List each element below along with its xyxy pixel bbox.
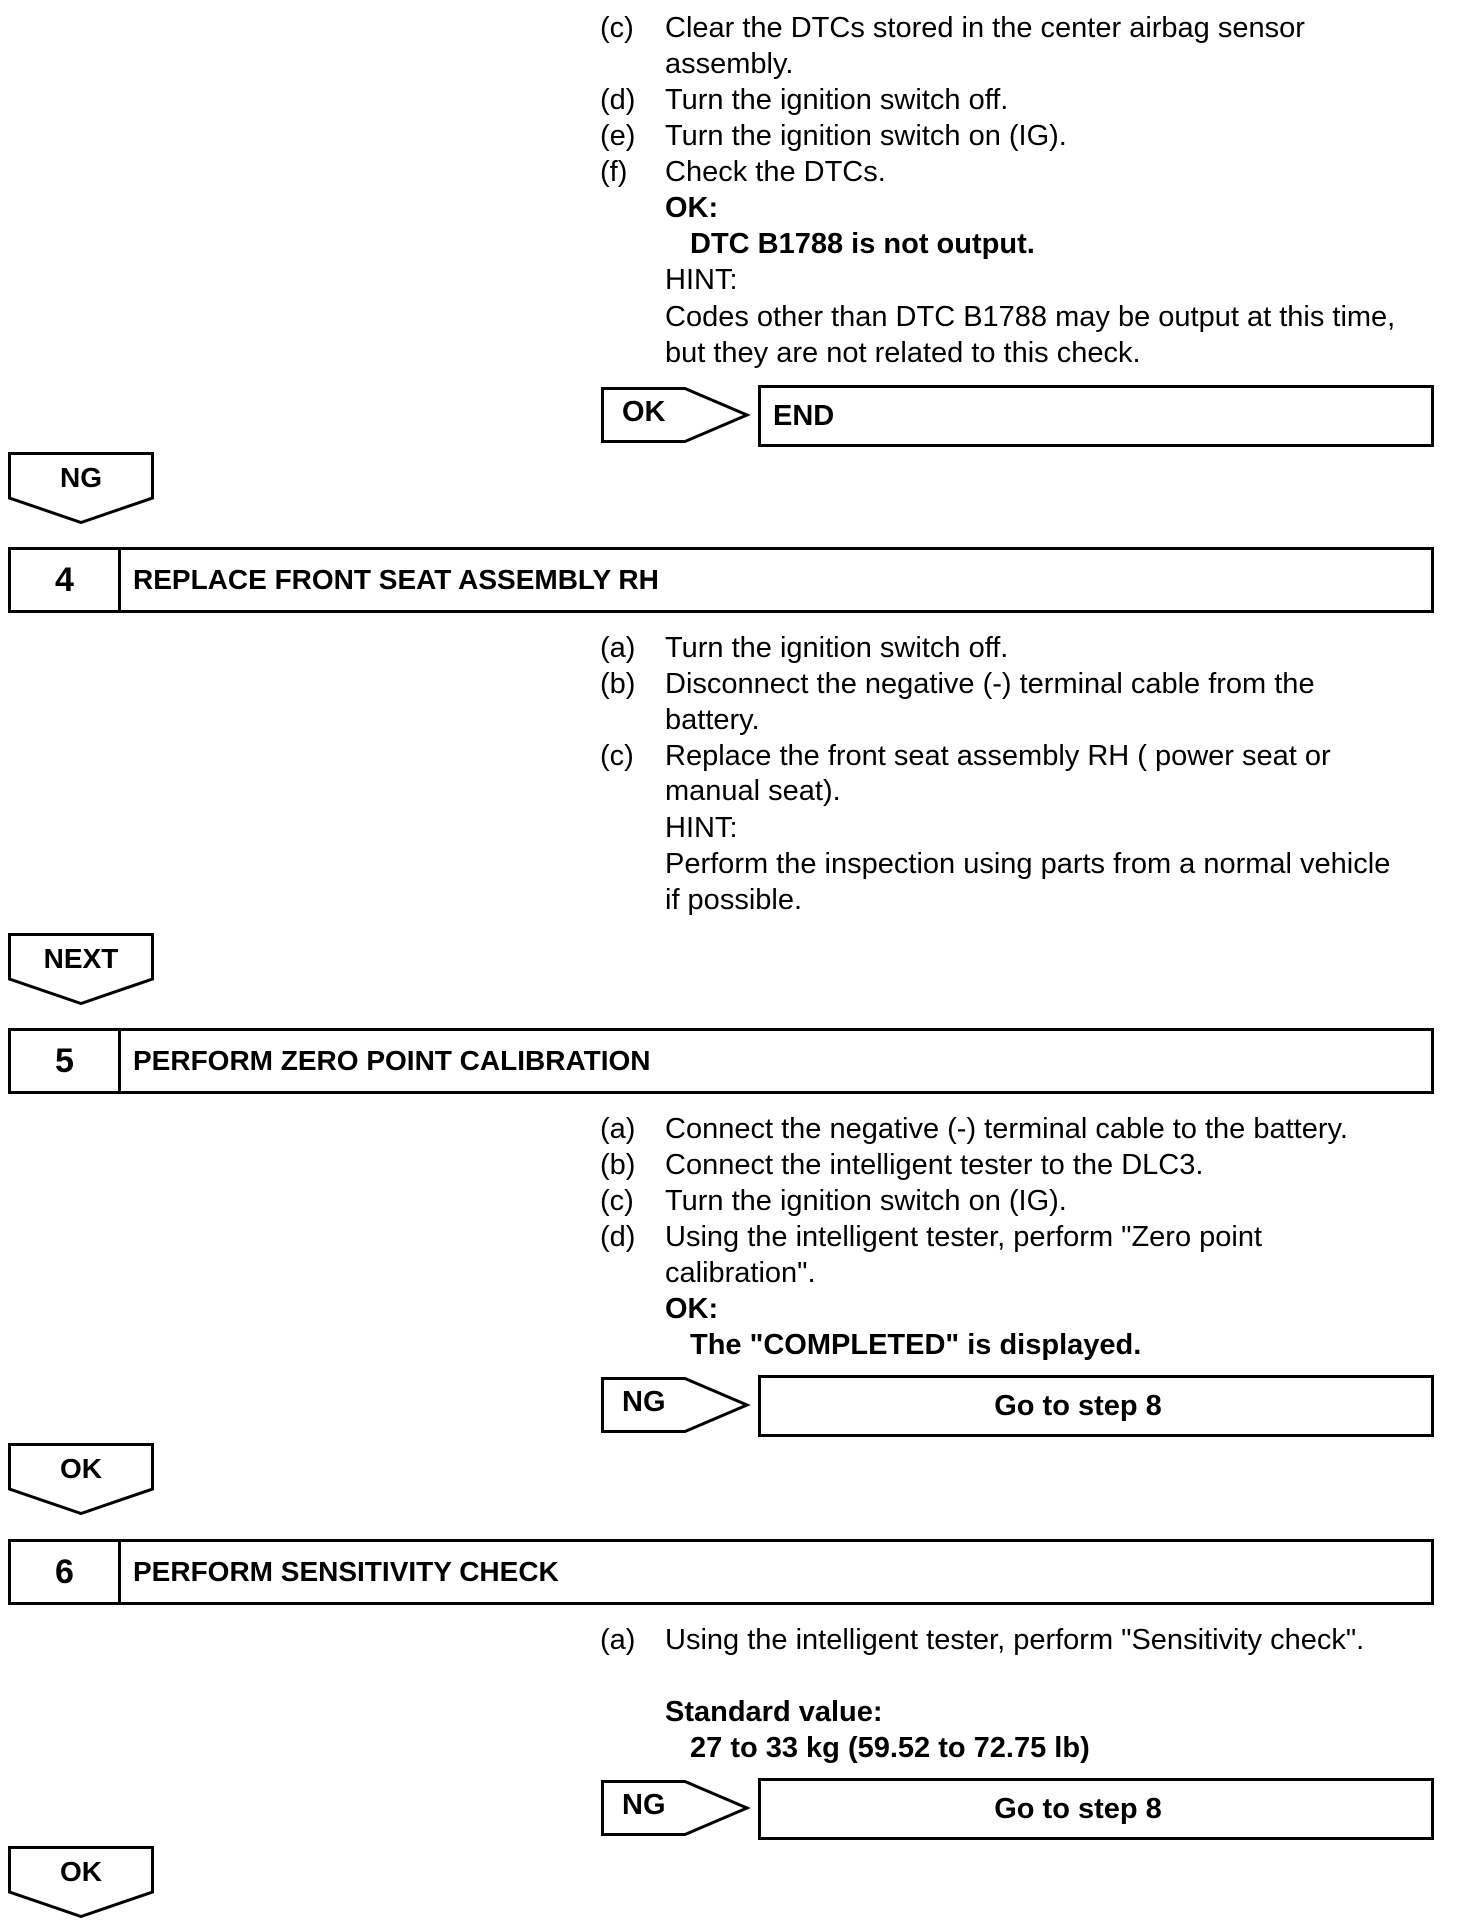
ng-down-arrow <box>8 452 154 524</box>
ng-flow-label: NG <box>622 1386 666 1418</box>
item-label-c: (c) <box>600 12 634 44</box>
item-label-c: (c) <box>600 1185 634 1217</box>
step-number: 4 <box>11 550 121 610</box>
standard-value: 27 to 33 kg (59.52 to 72.75 lb) <box>690 1732 1090 1764</box>
next-down-arrow <box>8 933 154 1005</box>
step-6-header: 6 PERFORM SENSITIVITY CHECK <box>8 1539 1434 1605</box>
ok-down-arrow <box>8 1443 154 1515</box>
go-to-step-box: Go to step 8 <box>758 1778 1434 1840</box>
ng-flow-arrow <box>601 1780 751 1836</box>
item-label-b: (b) <box>600 1149 636 1181</box>
item-text-c-line1: Clear the DTCs stored in the center airb… <box>665 12 1305 44</box>
standard-value-label: Standard value: <box>665 1696 883 1728</box>
item-text-e: Turn the ignition switch on (IG). <box>665 120 1067 152</box>
item-label-a: (a) <box>600 632 636 664</box>
ok-label: OK: <box>665 1293 719 1325</box>
step-number: 5 <box>11 1031 121 1091</box>
item-text-a: Turn the ignition switch off. <box>665 632 1009 664</box>
result-end-box: END <box>758 385 1434 447</box>
go-to-step-box: Go to step 8 <box>758 1375 1434 1437</box>
ok-value: DTC B1788 is not output. <box>690 228 1035 260</box>
item-text-d-line2: calibration". <box>665 1257 816 1289</box>
item-text-a: Using the intelligent tester, perform "S… <box>665 1624 1365 1656</box>
step-4-header: 4 REPLACE FRONT SEAT ASSEMBLY RH <box>8 547 1434 613</box>
hint-text-line1: Perform the inspection using parts from … <box>665 848 1391 880</box>
step-title: REPLACE FRONT SEAT ASSEMBLY RH <box>133 564 659 595</box>
ok-down-arrow <box>8 1846 154 1918</box>
step-title: PERFORM ZERO POINT CALIBRATION <box>133 1045 651 1076</box>
item-text-c-line1: Replace the front seat assembly RH ( pow… <box>665 740 1331 772</box>
item-label-a: (a) <box>600 1624 636 1656</box>
item-text-c: Turn the ignition switch on (IG). <box>665 1185 1067 1217</box>
hint-label: HINT: <box>665 812 738 844</box>
item-text-b: Connect the intelligent tester to the DL… <box>665 1149 1204 1181</box>
go-to-step-text: Go to step 8 <box>994 1792 1162 1825</box>
item-text-c-line2: manual seat). <box>665 775 841 807</box>
item-text-c-line2: assembly. <box>665 48 794 80</box>
item-text-d-line1: Using the intelligent tester, perform "Z… <box>665 1221 1263 1253</box>
item-label-b: (b) <box>600 668 636 700</box>
ng-flow-label: NG <box>622 1789 666 1821</box>
item-text-b-line2: battery. <box>665 704 760 736</box>
ok-flow-label: OK <box>622 396 666 428</box>
ok-down-label: OK <box>60 1453 102 1484</box>
item-label-c: (c) <box>600 740 634 772</box>
ok-value: The "COMPLETED" is displayed. <box>690 1329 1142 1361</box>
ng-down-label: NG <box>60 462 102 493</box>
step-5-header: 5 PERFORM ZERO POINT CALIBRATION <box>8 1028 1434 1094</box>
item-label-a: (a) <box>600 1113 636 1145</box>
item-text-b-line1: Disconnect the negative (-) terminal cab… <box>665 668 1315 700</box>
hint-text-line1: Codes other than DTC B1788 may be output… <box>665 301 1396 333</box>
item-text-a: Connect the negative (-) terminal cable … <box>665 1113 1348 1145</box>
ok-down-label: OK <box>60 1856 102 1887</box>
ok-flow-arrow <box>601 387 751 443</box>
hint-text-line2: but they are not related to this check. <box>665 337 1141 369</box>
item-text-d: Turn the ignition switch off. <box>665 84 1009 116</box>
item-label-f: (f) <box>600 156 628 188</box>
item-label-d: (d) <box>600 1221 636 1253</box>
ng-flow-arrow <box>601 1377 751 1433</box>
go-to-step-text: Go to step 8 <box>994 1389 1162 1422</box>
ok-label: OK: <box>665 192 719 224</box>
item-label-d: (d) <box>600 84 636 116</box>
item-label-e: (e) <box>600 120 636 152</box>
next-down-label: NEXT <box>43 943 119 974</box>
step-title: PERFORM SENSITIVITY CHECK <box>133 1556 559 1587</box>
result-end-text: END <box>773 399 835 432</box>
hint-label: HINT: <box>665 264 738 296</box>
hint-text-line2: if possible. <box>665 884 803 916</box>
item-text-f: Check the DTCs. <box>665 156 886 188</box>
step-number: 6 <box>11 1542 121 1602</box>
